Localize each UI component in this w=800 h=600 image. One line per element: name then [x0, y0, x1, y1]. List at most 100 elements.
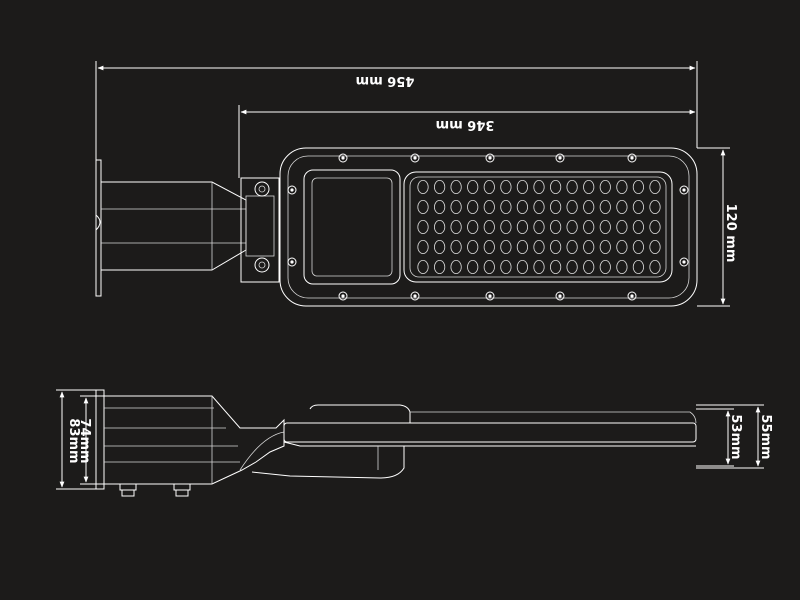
led-lens-icon — [433, 219, 446, 234]
led-lens-icon — [566, 239, 578, 254]
led-lens-icon — [533, 179, 545, 194]
led-lens-icon — [649, 179, 661, 194]
driver-box — [303, 169, 401, 285]
bolt-icon — [254, 181, 270, 197]
led-panel — [403, 171, 673, 283]
mount-height-outer-label: 83mm — [66, 418, 81, 463]
screw-icon — [679, 185, 689, 195]
body-height-outer-label: 55mm — [758, 414, 773, 459]
led-lens-icon — [616, 219, 628, 234]
led-lens-icon — [417, 219, 429, 234]
led-lens-icon — [583, 259, 595, 274]
led-lens-icon — [649, 199, 661, 214]
led-lens-icon — [500, 199, 512, 214]
screw-icon — [555, 291, 565, 301]
led-lens-icon — [483, 199, 495, 214]
led-lens-icon — [549, 239, 562, 254]
led-lens-icon — [483, 259, 495, 274]
led-lens-icon — [533, 259, 545, 274]
led-lens-icon — [483, 179, 495, 194]
led-lens-icon — [533, 219, 545, 234]
housing-screws — [287, 153, 689, 301]
led-lens-icon — [599, 179, 611, 194]
side-housing — [309, 404, 411, 423]
screw-icon — [410, 153, 420, 163]
hinge-block — [240, 177, 280, 283]
screw-icon — [485, 153, 495, 163]
led-lens-icon — [566, 179, 578, 194]
screw-icon — [627, 291, 637, 301]
body-length-label: 346 mm — [436, 117, 495, 132]
overall-length-label: 456 mm — [356, 73, 415, 88]
side-bracket — [103, 395, 285, 485]
screw-icon — [485, 291, 495, 301]
led-lens-icon — [417, 239, 429, 254]
led-lens-icon — [516, 219, 529, 234]
led-lens-icon — [433, 259, 446, 274]
led-lens-icon — [516, 259, 529, 274]
led-lens-icon — [566, 199, 578, 214]
led-lens-icon — [417, 179, 429, 194]
led-lens-icon — [433, 199, 446, 214]
led-lens-icon — [417, 259, 429, 274]
led-lens-icon — [616, 259, 628, 274]
led-lens-icon — [516, 239, 529, 254]
screw-icon — [338, 153, 348, 163]
screw-icon — [410, 291, 420, 301]
side-mount-plate — [95, 389, 105, 490]
mount-plate — [95, 159, 102, 297]
led-lens-icon — [483, 239, 495, 254]
led-lens-icon — [483, 219, 495, 234]
led-lens-icon — [433, 239, 446, 254]
led-lens-icon — [450, 219, 462, 234]
led-lens-icon — [649, 219, 661, 234]
led-grid — [417, 179, 661, 274]
led-lens-icon — [500, 179, 512, 194]
led-lens-icon — [649, 259, 661, 274]
led-lens-icon — [516, 199, 529, 214]
led-lens-icon — [599, 199, 611, 214]
led-lens-icon — [433, 179, 446, 194]
led-lens-icon — [549, 259, 562, 274]
led-lens-icon — [583, 239, 595, 254]
led-lens-icon — [549, 219, 562, 234]
led-lens-icon — [599, 219, 611, 234]
led-lens-icon — [500, 219, 512, 234]
cable-gland-icon — [173, 483, 191, 497]
led-lens-icon — [616, 239, 628, 254]
led-lens-icon — [632, 179, 645, 194]
screw-icon — [287, 185, 297, 195]
led-lens-icon — [549, 179, 562, 194]
led-lens-icon — [516, 179, 529, 194]
bolt-icon — [254, 257, 270, 273]
top-view: 456 mm 346 mm 120 mm — [95, 61, 738, 307]
led-lens-icon — [450, 259, 462, 274]
led-lens-icon — [467, 199, 479, 214]
side-view: 83mm 74mm 55mm 53mm — [56, 389, 773, 497]
led-lens-icon — [450, 179, 462, 194]
led-lens-icon — [616, 199, 628, 214]
body-height-inner-label: 53mm — [728, 414, 743, 459]
led-lens-icon — [583, 199, 595, 214]
led-lens-icon — [500, 239, 512, 254]
driver-bulge — [251, 446, 405, 479]
led-lens-icon — [467, 219, 479, 234]
width-label: 120 mm — [723, 204, 738, 263]
mount-height-inner-label: 74mm — [77, 418, 92, 463]
led-lens-icon — [583, 219, 595, 234]
led-lens-icon — [467, 259, 479, 274]
led-lens-icon — [566, 259, 578, 274]
led-lens-icon — [500, 259, 512, 274]
led-lens-icon — [599, 259, 611, 274]
led-lens-icon — [417, 199, 429, 214]
led-lens-icon — [599, 239, 611, 254]
led-lens-icon — [616, 179, 628, 194]
led-lens-icon — [450, 199, 462, 214]
led-lens-icon — [632, 259, 645, 274]
bracket-arm — [101, 181, 247, 271]
led-lens-icon — [549, 199, 562, 214]
screw-icon — [627, 153, 637, 163]
led-lens-icon — [632, 239, 645, 254]
led-lens-icon — [533, 199, 545, 214]
